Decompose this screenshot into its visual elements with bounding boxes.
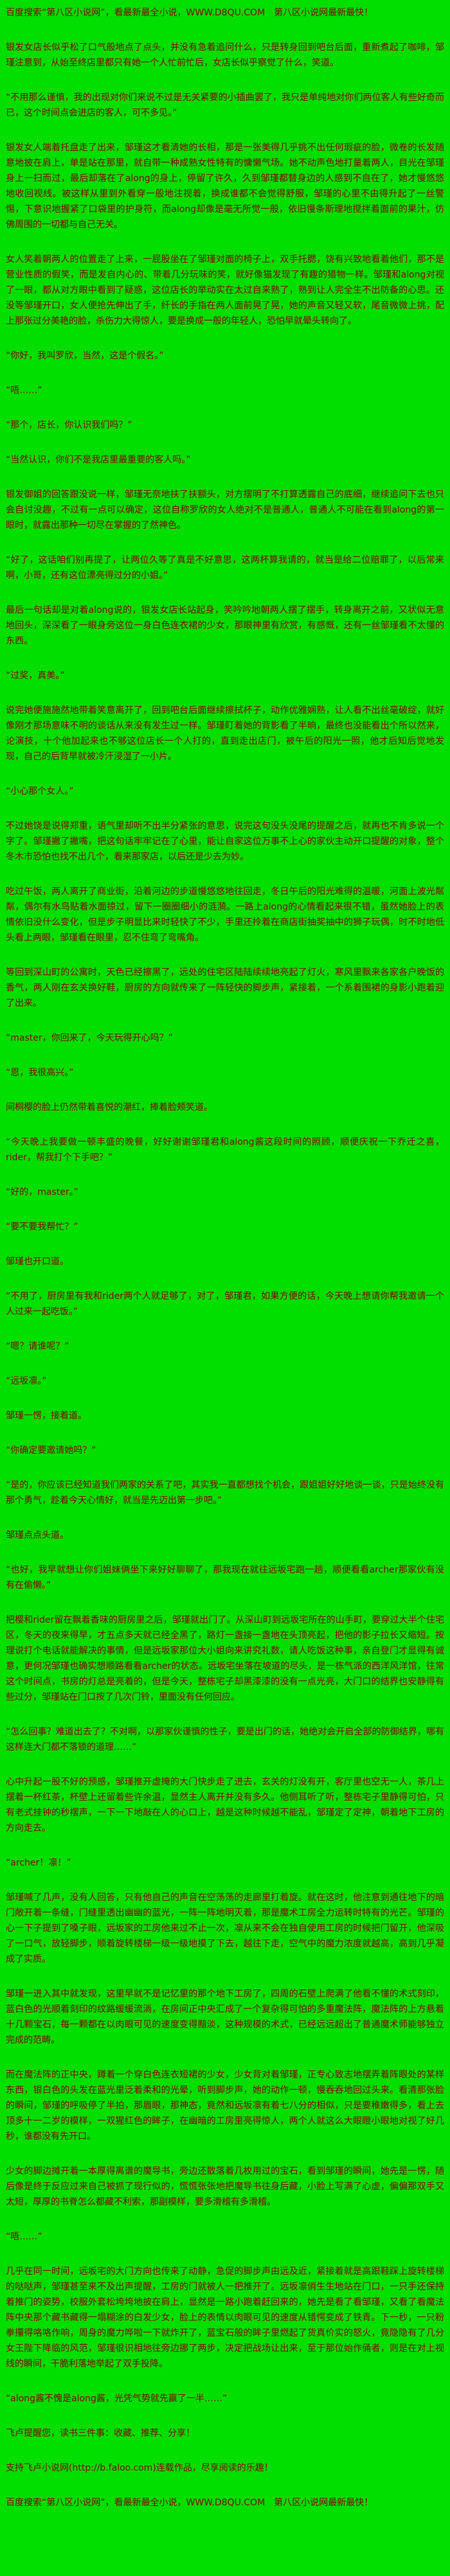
paragraph: 女人笑着朝两人的位置走了上来，一屁股坐在了邹瑾对面的椅子上，双手托腮，饶有兴致地… xyxy=(6,254,444,326)
paragraph: 而在魔法阵的正中央，蹲着一个穿白色连衣短裙的少女，少女背对着邹瑾，正专心致志地摆… xyxy=(6,2070,444,2142)
paragraph: “唔……” xyxy=(6,2232,42,2242)
paragraph: 银发女人端着托盘走了出来，邹瑾这才看清她的长相，那是一张美得几乎挑不出任何瑕疵的… xyxy=(6,143,444,230)
paragraph: “恩，我很高兴。” xyxy=(6,1068,74,1078)
paragraph: 把樱和rider留在飘着香味的厨房里之后，邹瑾就出门了。从深山町到远坂宅所在的山… xyxy=(6,1615,444,1702)
paragraph: 心中升起一股不好的预感，邹瑾推开虚掩的大门快步走了进去，玄关的灯没有开，客厅里也… xyxy=(6,1777,444,1833)
paragraph: “好了，这话咱们别再提了，让两位久等了真是不好意思，这两杯算我请的，就当是给二位… xyxy=(6,555,444,581)
paragraph: “好的，master。” xyxy=(6,1187,78,1197)
paragraph: 银发女店长似乎松了口气般地点了点头，并没有急着追问什么，只是转身回到吧台后面，重… xyxy=(6,42,444,68)
paragraph: “也好，我早就想让你们姐妹俩坐下来好好聊聊了，那我现在就往远坂宅跑一趟，顺便看看… xyxy=(6,1565,444,1591)
reading-reminder: 飞卢提醒您，读书三件事：收藏、推荐、分享！ xyxy=(6,2428,195,2439)
paragraph: “archer！凛！” xyxy=(6,1858,71,1868)
site-promo-top: 百度搜索“第八区小说网”，看最新最全小说，WWW.D8QU.COM 第八区小说网… xyxy=(6,8,374,18)
paragraph: “是的，你应该已经知道我们两家的关系了吧，其实我一直都想找个机会，跟姐姐好好地谈… xyxy=(6,1480,444,1506)
paragraph: 邹瑾也开口道。 xyxy=(6,1257,69,1267)
paragraph: “远坂凛。” xyxy=(6,1376,47,1386)
novel-content: 银发女店长似乎松了口气般地点了点头，并没有急着追问什么，只是转身回到吧台后面，重… xyxy=(6,40,444,2406)
faloo-support-line: 支持飞卢小说网(http://b.faloo.com)连载作品，尽享阅读的乐趣！ xyxy=(6,2463,273,2473)
paragraph: “小心那个女人。” xyxy=(6,786,74,797)
paragraph: 邹瑾喊了几声，没有人回答，只有他自己的声音在空荡荡的走廊里打着旋。就在这时，他注… xyxy=(6,1892,444,1964)
paragraph: “你确定要邀请她吗？” xyxy=(6,1445,96,1456)
paragraph: “要不要我帮忙？” xyxy=(6,1222,78,1232)
paragraph: 说完她便施施然地带着笑意离开了，回到吧台后面继续擦拭杯子，动作优雅娴熟，让人看不… xyxy=(6,705,444,762)
paragraph: “嗯？请谁呢？” xyxy=(6,1341,69,1352)
site-promo-bottom: 百度搜索“第八区小说网”，看最新最全小说，WWW.D8QU.COM 第八区小说网… xyxy=(6,2498,374,2508)
paragraph: “不用那么谨慎，我的出现对你们来说不过是无关紧要的小插曲罢了，我只是单纯地对你们… xyxy=(6,93,444,118)
paragraph: “那个，店长，你认识我们吗？” xyxy=(6,420,132,430)
paragraph: 不过她饶是说得郑重，语气里却听不出半分紧张的意思，说完这句没头没尾的提醒之后，就… xyxy=(6,821,444,862)
paragraph: 间桐樱的脸上仍然带着喜悦的潮红，捧着脸颊笑道。 xyxy=(6,1102,213,1113)
paragraph: “当然认识，你们不是我店里最重要的客人吗。” xyxy=(6,455,191,465)
paragraph: 邹瑾一愣，接着道。 xyxy=(6,1411,87,1421)
paragraph: 邹瑾点点头道。 xyxy=(6,1530,69,1540)
paragraph: 几乎在同一时间，远坂宅的大门方向也传来了动静，急促的脚步声由远及近，紧接着就是高… xyxy=(6,2266,444,2369)
paragraph: 最后一句话却是对着along说的，银发女店长站起身，笑吟吟地朝两人摆了摆手，转身… xyxy=(6,605,444,646)
paragraph: “你好，我叫罗欣，当然，这是个假名。” xyxy=(6,351,164,361)
paragraph: “master，你回来了，今天玩得开心吗？” xyxy=(6,1033,173,1043)
paragraph: 吃过午饭，两人离开了商业街，沿着河边的步道慢悠悠地往回走，冬日午后的阳光难得的温… xyxy=(6,887,444,943)
paragraph: 银发御姐的回答跟没说一样，邹瑾无奈地扶了扶额头，对方摆明了不打算透露自己的底细，… xyxy=(6,490,444,531)
paragraph: “怎么回事？难道出去了？不对啊，以那家伙谨慎的性子，要是出门的话，她绝对会开启全… xyxy=(6,1727,444,1752)
paragraph: 少女的脚边摊开着一本厚得离谱的魔导书，旁边还散落着几枚用过的宝石，看到邹瑾的瞬间… xyxy=(6,2166,444,2207)
paragraph: “唔……” xyxy=(6,385,42,396)
paragraph: 邹瑾一进入其中就发现，这里早就不是记忆里的那个地下工房了，四周的石壁上爬满了他看… xyxy=(6,1989,444,2045)
paragraph: “今天晚上我要做一顿丰盛的晚餐，好好谢谢邹瑾君和along酱这段时间的照顾，顺便… xyxy=(6,1137,444,1163)
paragraph: “不用了，厨房里有我和rider两个人就足够了，对了，邹瑾君，如果方便的话，今天… xyxy=(6,1291,444,1317)
paragraph: 等回到深山町的公寓时，天色已经擦黑了，远处的住宅区陆陆续续地亮起了灯火，寒风里飘… xyxy=(6,967,444,1009)
paragraph: “along酱不愧是along酱，光凭气势就先赢了一半……” xyxy=(6,2394,228,2404)
paragraph: “过奖，真美。” xyxy=(6,671,65,681)
